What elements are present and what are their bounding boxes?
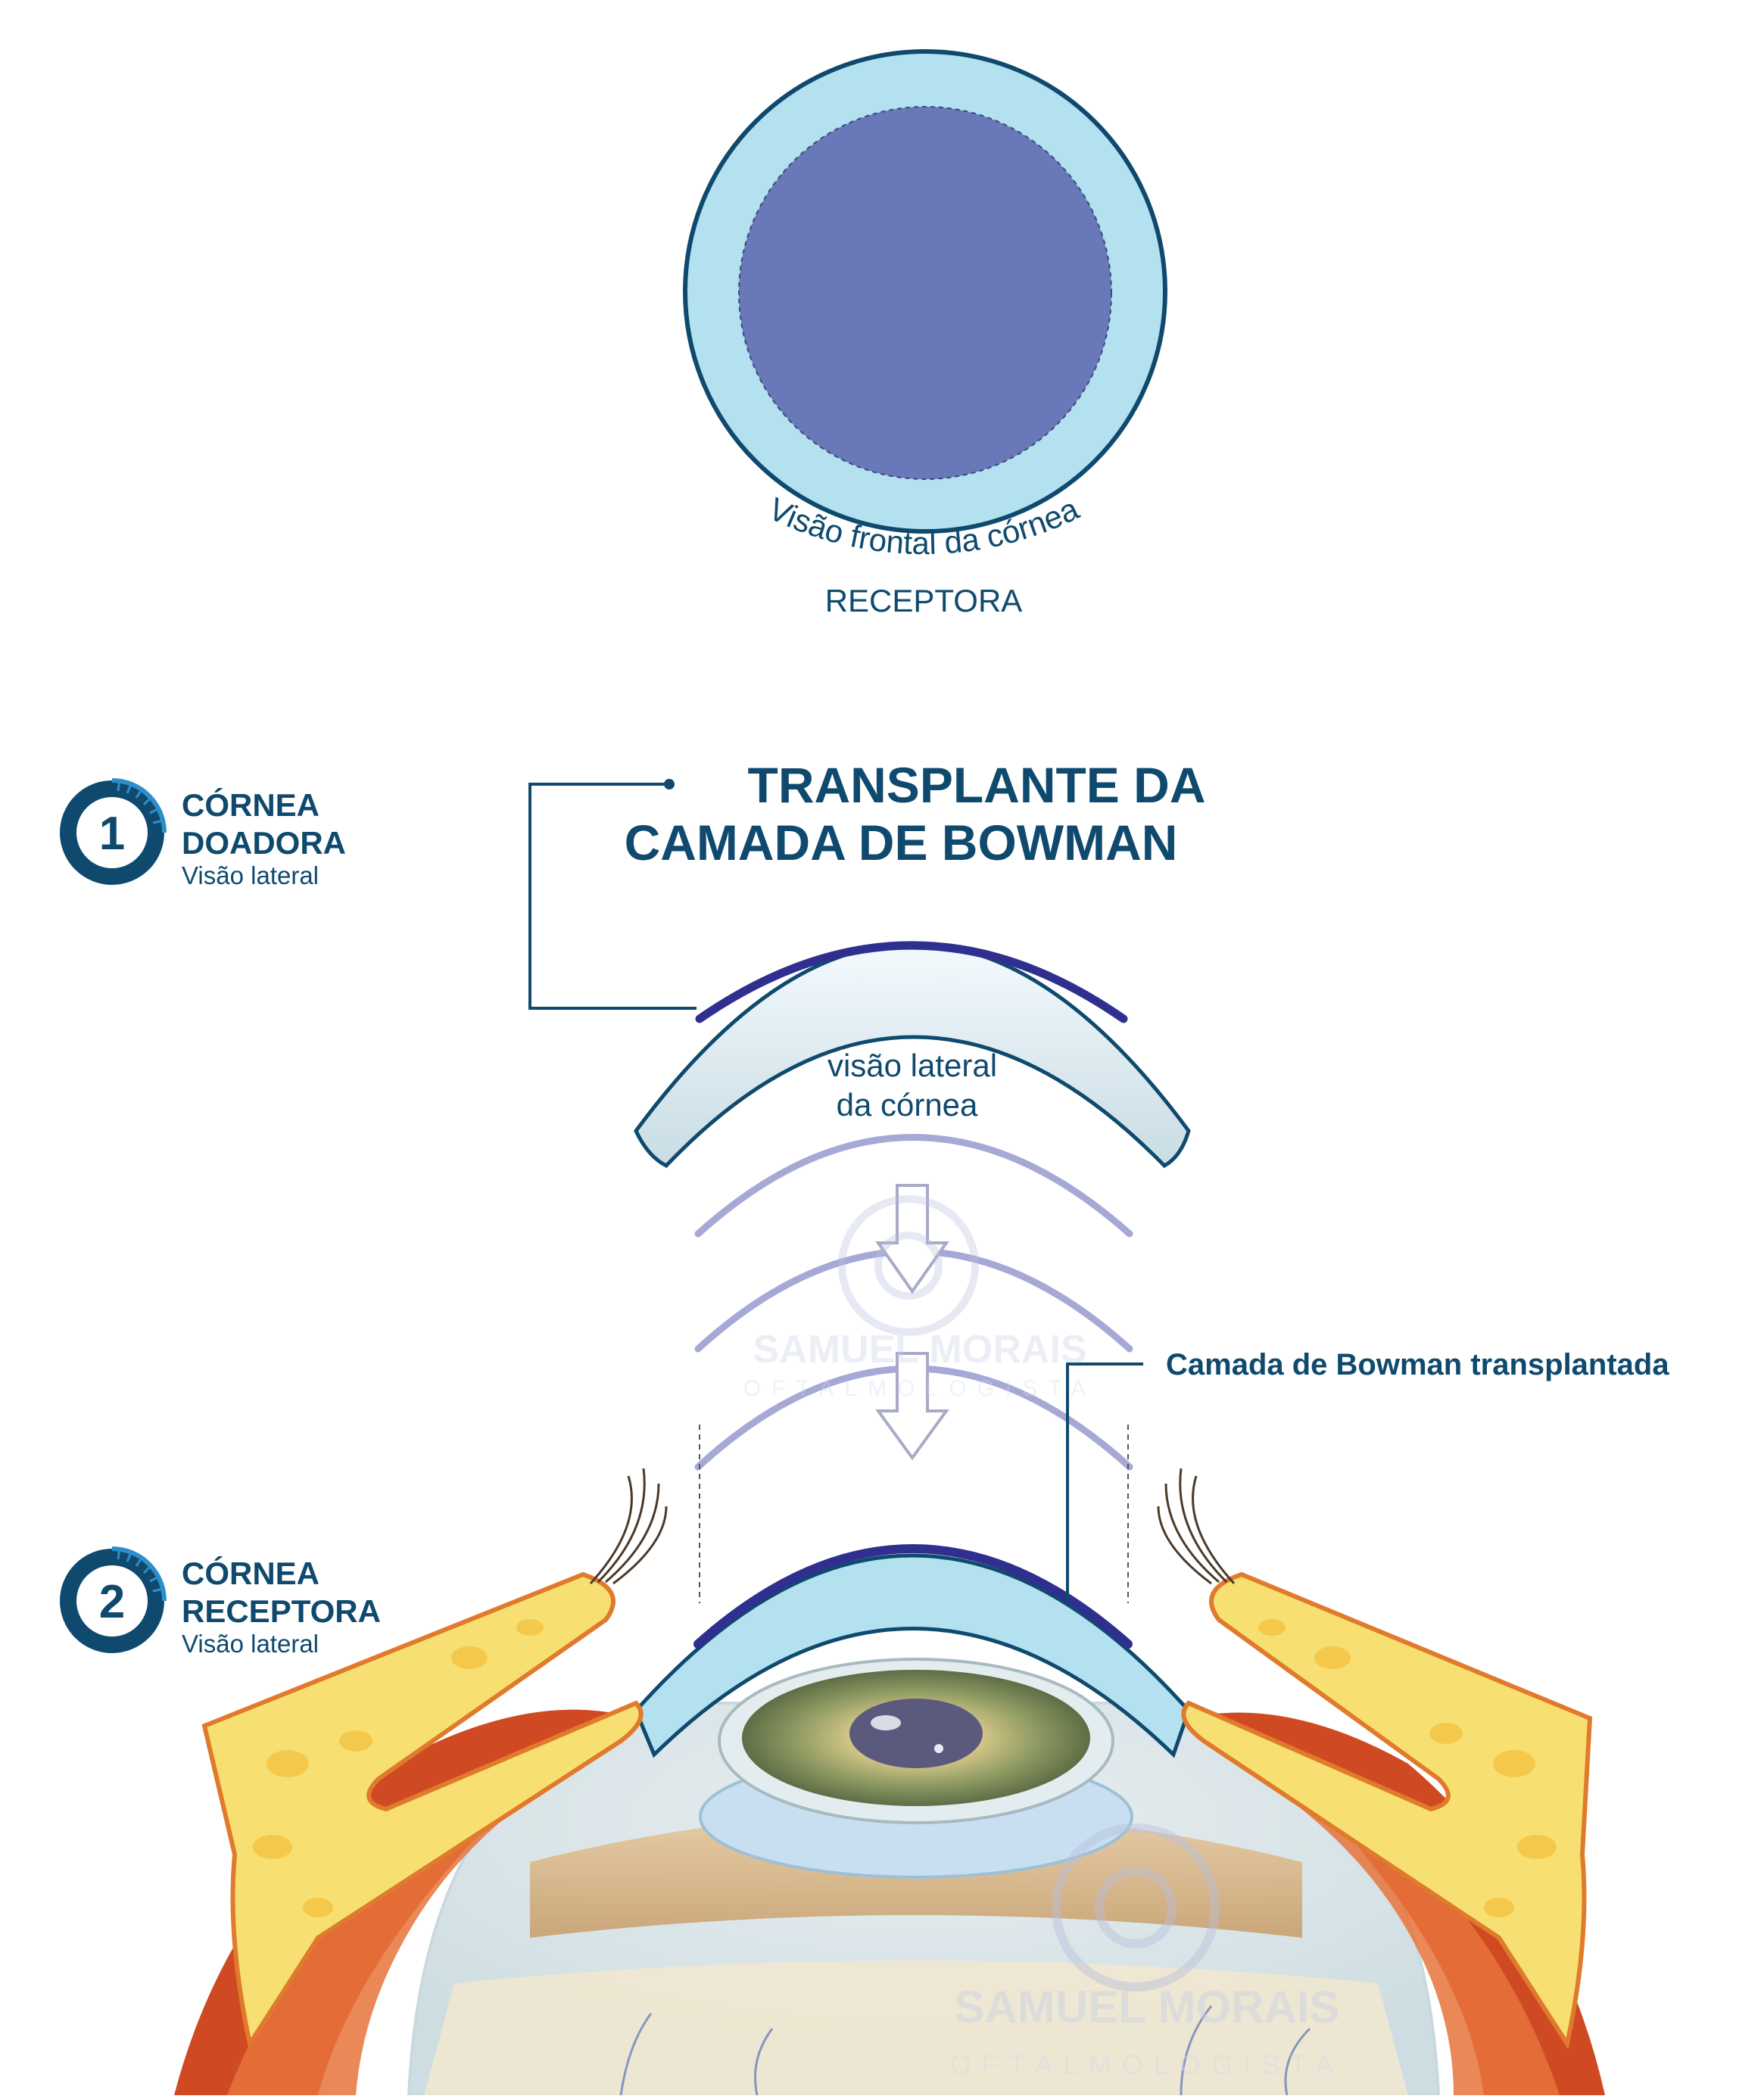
left-eyelid-fat: [201, 1571, 644, 2050]
step-2-number: 2: [99, 1576, 125, 1628]
left-eyelashes: [589, 1468, 668, 1585]
watermark-logo-icon: [1052, 1823, 1220, 1992]
pupil-glint: [934, 1744, 943, 1753]
callout-bowman-label: Camada de Bowman transplantada: [1166, 1348, 1669, 1381]
posterior-chamber: [424, 1960, 1408, 2095]
step-2-ring: [60, 1549, 164, 1653]
step-1-ticks: [117, 779, 164, 824]
watermark-center: SAMUEL MORAIS OFTALMOLOGISTA: [743, 1195, 1097, 1401]
recipient-eye: [174, 1468, 1605, 2095]
step-2-accent: [111, 1546, 167, 1602]
title-line-2: CAMADA DE BOWMAN: [625, 814, 1178, 870]
title-line-1: TRANSPLANTE DA: [748, 757, 1206, 813]
down-arrow-icon: [875, 1352, 949, 1461]
pupil-highlight: [871, 1715, 901, 1730]
left-fat-blobs: [253, 1619, 544, 1917]
step-1-title-line-1: CÓRNEA: [182, 786, 319, 823]
cornea-inner-disc: [738, 106, 1112, 480]
right-fat-blobs: [1258, 1619, 1557, 1917]
step-1-ring: [60, 780, 164, 885]
donor-bowman-layer: [695, 941, 1128, 1023]
donor-caption-line-2: da córnea: [837, 1087, 978, 1123]
step-1-accent: [111, 778, 167, 833]
watermark-name: SAMUEL MORAIS: [753, 1328, 1086, 1372]
title-leader-dot: [664, 779, 675, 789]
right-eyelid-fat: [1181, 1571, 1593, 2050]
pupil: [849, 1699, 983, 1768]
donor-cornea-side: visão lateral da córnea: [634, 941, 1191, 1169]
left-muscle-highlight: [227, 1749, 606, 2095]
step-2-badge: 2: [60, 1546, 167, 1653]
step-2-title-line-1: CÓRNEA: [182, 1555, 319, 1591]
watermark-logo-icon: [838, 1195, 979, 1336]
step-1-title-line-2: DOADORA: [182, 825, 346, 861]
step-1-number: 1: [99, 808, 125, 860]
front-view-subcaption: RECEPTORA: [825, 583, 1023, 618]
down-arrows: [875, 1184, 949, 1461]
step-2-title-line-2: RECEPTORA: [182, 1593, 381, 1629]
step-1-subtitle: Visão lateral: [182, 861, 319, 889]
step-2-subtitle: Visão lateral: [182, 1630, 319, 1658]
right-muscle-highlight: [1211, 1749, 1560, 2095]
title-leader-line: [528, 783, 697, 1010]
step-1-badge: 1: [60, 778, 167, 885]
front-view-cornea: Visão frontal da córnea RECEPTORA: [683, 49, 1167, 618]
diagram-title: TRANSPLANTE DA CAMADA DE BOWMAN: [625, 757, 1206, 870]
watermark-role: OFTALMOLOGISTA: [950, 2049, 1345, 2080]
callout-leader-line: [1066, 1362, 1143, 1601]
step-2-ticks: [117, 1547, 164, 1593]
right-eyelashes: [1157, 1468, 1236, 1585]
watermark-role: OFTALMOLOGISTA: [743, 1376, 1097, 1401]
down-arrow-icon: [875, 1184, 949, 1294]
donor-caption-line-1: visão lateral: [827, 1048, 997, 1083]
watermark-bottom: SAMUEL MORAIS OFTALMOLOGISTA: [950, 1823, 1345, 2080]
retinal-vessels: [619, 2005, 1311, 2095]
lamella-1: [694, 1134, 1133, 1238]
watermark-name: SAMUEL MORAIS: [955, 1982, 1340, 2032]
